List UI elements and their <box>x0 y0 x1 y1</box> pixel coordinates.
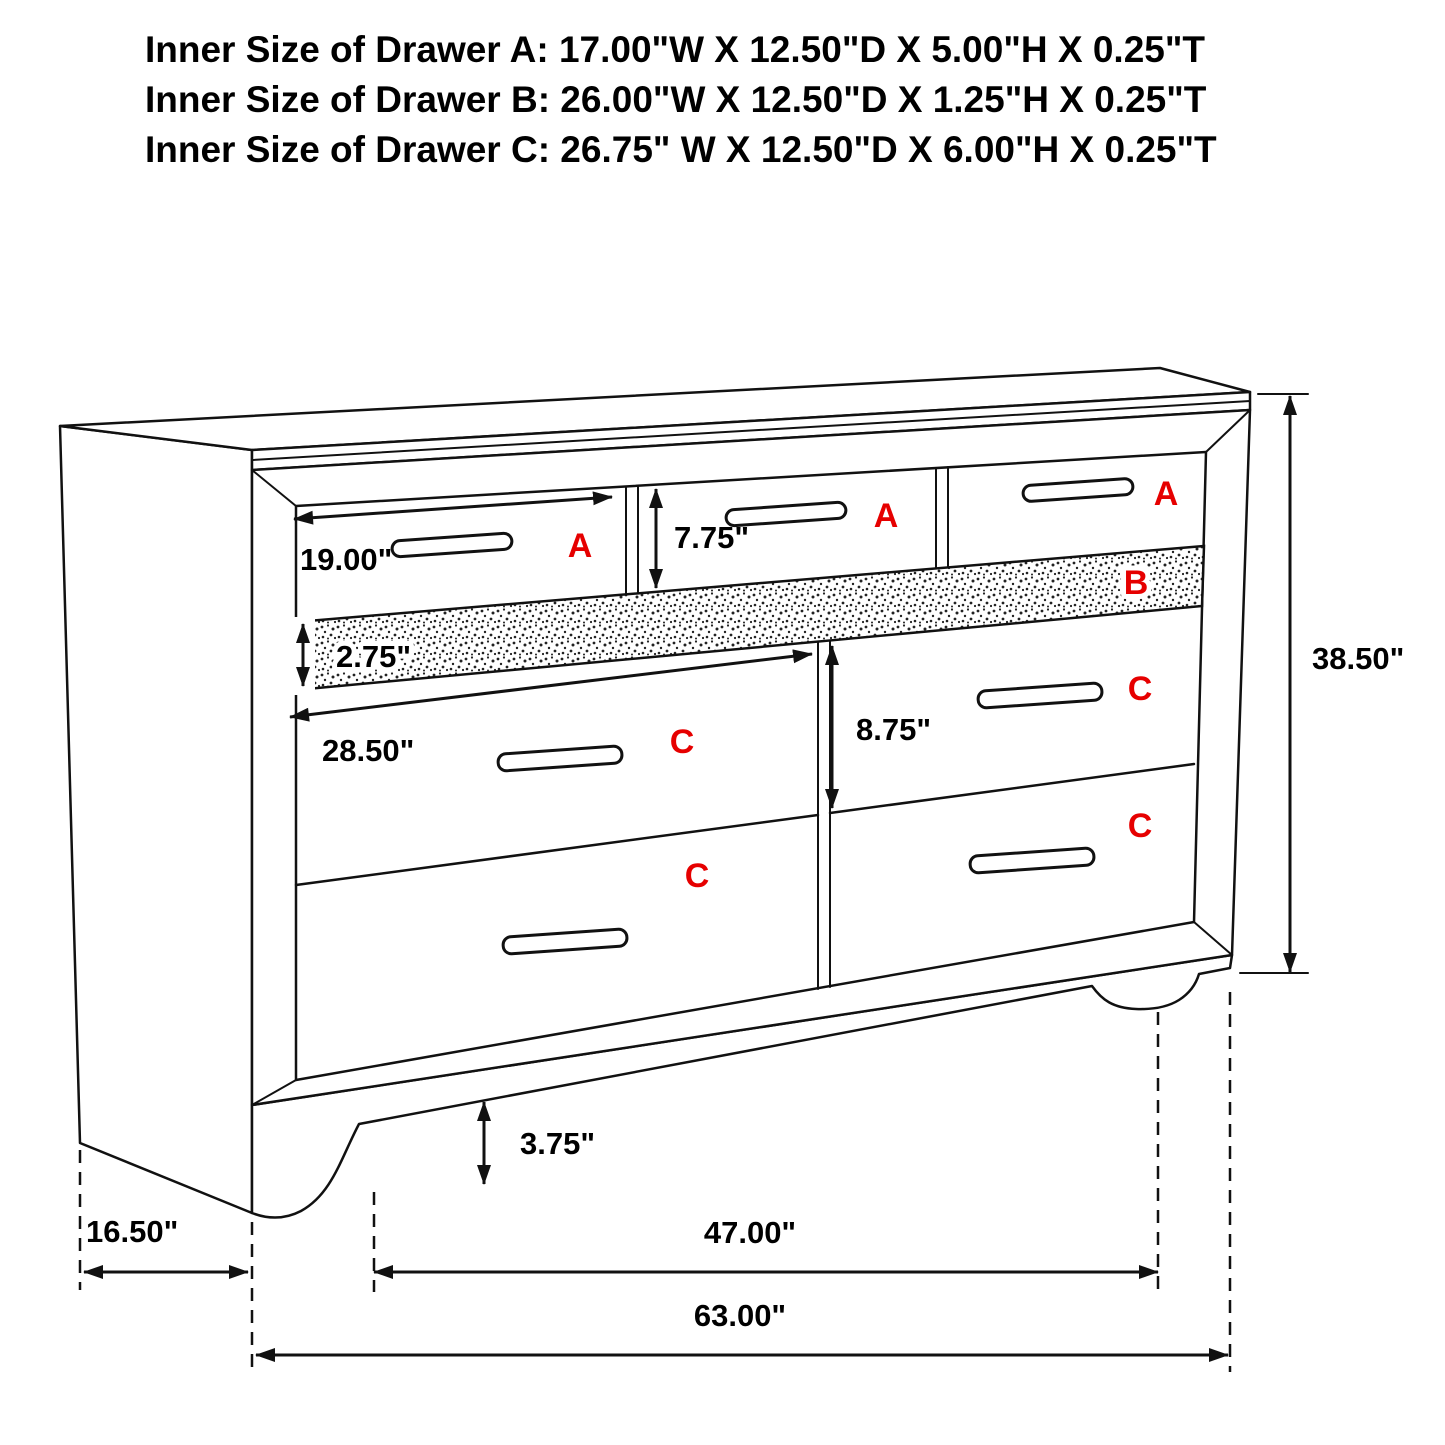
frame-miter-top-left <box>251 469 297 507</box>
drawer-letter-labels: A A A B C C C C <box>568 475 1179 895</box>
dim-label-drawer-b-height: 2.75" <box>336 639 411 674</box>
label-drawer-b: B <box>1124 564 1149 602</box>
divider-c-left <box>294 813 820 887</box>
dim-label-overall-height: 38.50" <box>1312 641 1404 676</box>
label-drawer-c-bottom-right: C <box>1128 807 1153 845</box>
dim-label-drawer-a-width: 19.00" <box>300 542 392 577</box>
label-drawer-c-top-left: C <box>670 723 695 761</box>
handle-drawer-a3 <box>1021 477 1135 503</box>
base-and-feet <box>250 953 1234 1219</box>
dim-label-drawer-c-height: 8.75" <box>856 712 931 747</box>
dim-label-drawer-c-width: 28.50" <box>322 733 414 768</box>
dim-label-foot-height: 3.75" <box>520 1126 595 1161</box>
handle-drawer-a1 <box>390 531 514 559</box>
handle-drawer-c-bottom-right <box>968 846 1096 875</box>
label-drawer-c-bottom-left: C <box>685 857 710 895</box>
top-edge-molding-line <box>251 400 1251 461</box>
dimension-annotations: 19.00" 7.75" 2.75" 28.50" 8.75" 38.50" 3… <box>78 393 1404 1372</box>
handle-drawer-a2 <box>724 500 848 528</box>
handle-drawer-c-bottom-left <box>501 927 629 956</box>
divider-c-right <box>828 762 1196 815</box>
title-line-drawer-a: Inner Size of Drawer A: 17.00"W X 12.50"… <box>145 29 1205 70</box>
title-line-drawer-c: Inner Size of Drawer C: 26.75" W X 12.50… <box>145 129 1217 170</box>
dresser-drawing <box>58 366 1252 1219</box>
label-drawer-a1: A <box>568 527 593 565</box>
arrow-drawer-c-width <box>289 649 813 722</box>
dim-label-drawer-a-height: 7.75" <box>674 520 749 555</box>
handle-drawer-c-top-left <box>496 744 624 773</box>
label-drawer-c-top-right: C <box>1128 670 1153 708</box>
title-block: Inner Size of Drawer A: 17.00"W X 12.50"… <box>145 29 1217 170</box>
dim-label-leg-span: 47.00" <box>704 1215 796 1250</box>
label-drawer-a2: A <box>874 497 899 535</box>
label-drawer-a3: A <box>1154 475 1179 513</box>
handle-drawer-c-top-right <box>976 681 1104 710</box>
frame-miter-top-right <box>1205 409 1251 453</box>
frame-miter-bottom-right <box>1193 921 1233 956</box>
title-line-drawer-b: Inner Size of Drawer B: 26.00"W X 12.50"… <box>145 79 1207 120</box>
arrow-drawer-a-width <box>293 491 613 525</box>
frame-miter-bottom-left <box>251 1079 297 1106</box>
side-panel <box>58 424 254 1215</box>
dim-label-overall-width: 63.00" <box>694 1298 786 1333</box>
dim-label-depth: 16.50" <box>86 1214 178 1249</box>
